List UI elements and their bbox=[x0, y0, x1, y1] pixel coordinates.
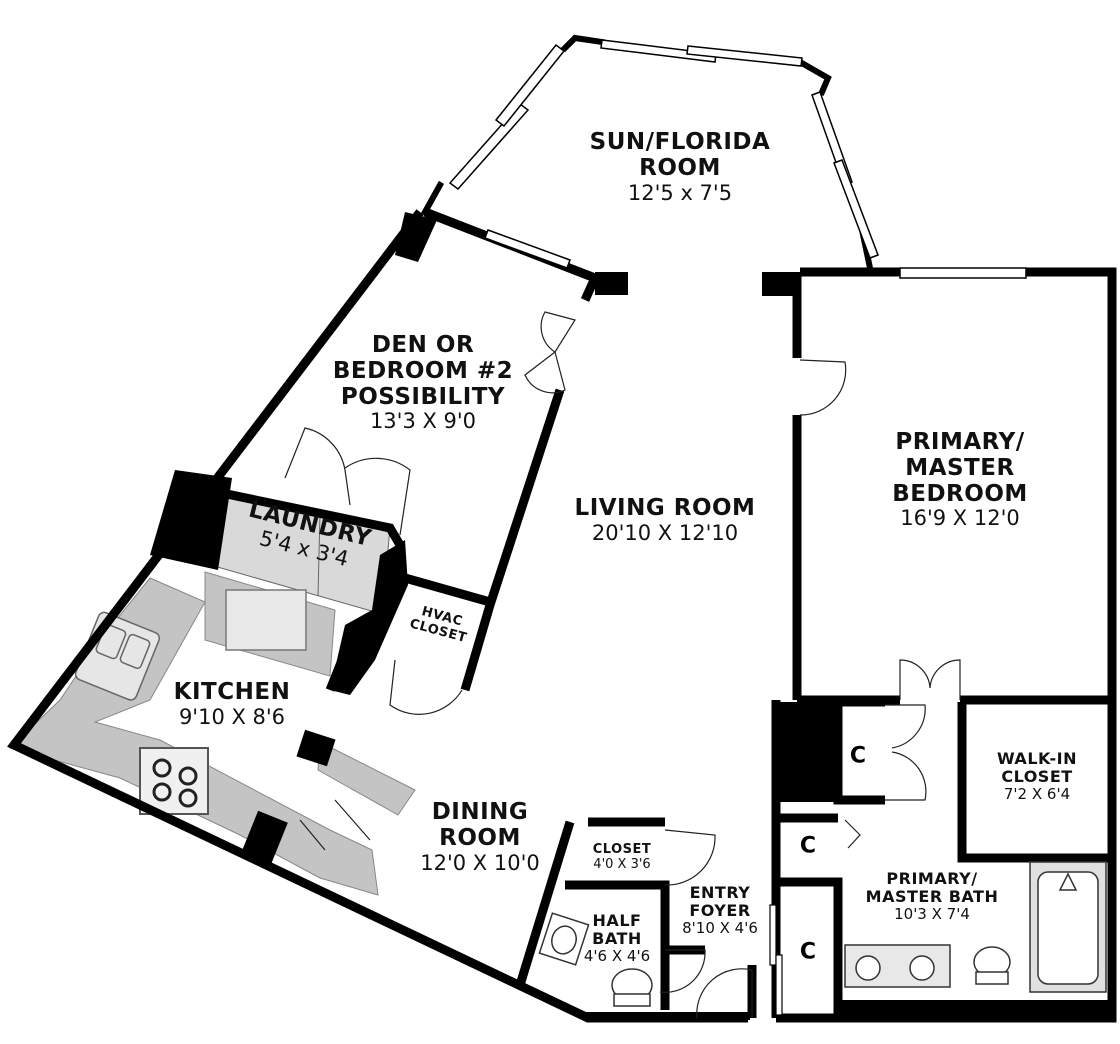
walk-in-dims: 7'2 X 6'4 bbox=[1003, 784, 1071, 803]
den-dims: 13'3 X 9'0 bbox=[369, 409, 477, 434]
master-bath-fixtures bbox=[844, 861, 1107, 993]
dining-room-name-1: DINING bbox=[431, 799, 529, 825]
laundry-divider bbox=[317, 513, 321, 597]
primary-bedroom-label: PRIMARY/ MASTER BEDROOM 16'9 X 12'0 bbox=[892, 429, 1028, 531]
walk-in-name-1: WALK-IN bbox=[997, 749, 1077, 768]
living-room-dims: 20'10 X 12'10 bbox=[591, 520, 739, 545]
sunroom-windows bbox=[448, 39, 879, 259]
entry-foyer-label: ENTRY FOYER 8'10 X 4'6 bbox=[682, 884, 758, 937]
dining-room-dims: 12'0 X 10'0 bbox=[420, 850, 540, 875]
entry-name-2: FOYER bbox=[689, 900, 751, 920]
closet-dims: 4'0 X 3'6 bbox=[593, 856, 651, 872]
entry-dims: 8'10 X 4'6 bbox=[682, 918, 758, 937]
wall-windows bbox=[484, 229, 1027, 279]
stove bbox=[139, 747, 209, 815]
wall-blocks bbox=[150, 212, 1112, 1020]
primary-bedroom-name-1: PRIMARY/ bbox=[895, 429, 1025, 455]
primary-bath-label: PRIMARY/ MASTER BATH 10'3 X 7'4 bbox=[866, 870, 999, 923]
closet-mark-1: C bbox=[849, 743, 867, 769]
sunroom-name-2: ROOM bbox=[639, 154, 721, 181]
dining-room-label: DINING ROOM 12'0 X 10'0 bbox=[420, 799, 540, 875]
kitchen-name: KITCHEN bbox=[173, 679, 291, 705]
half-bath-name-2: BATH bbox=[592, 928, 642, 948]
half-bath-dims: 4'6 X 4'6 bbox=[583, 946, 651, 965]
sunroom-label: SUN/FLORIDA ROOM 12'5 x 7'5 bbox=[589, 129, 771, 205]
walk-in-closet-label: WALK-IN CLOSET 7'2 X 6'4 bbox=[997, 750, 1077, 803]
half-bath-label: HALF BATH 4'6 X 4'6 bbox=[584, 912, 650, 965]
entry-name-1: ENTRY bbox=[689, 883, 751, 902]
living-room-name: LIVING ROOM bbox=[574, 495, 756, 521]
sunroom-name-1: SUN/FLORIDA bbox=[589, 129, 771, 155]
primary-bedroom-name-3: BEDROOM bbox=[892, 480, 1028, 507]
closet-label: CLOSET 4'0 X 3'6 bbox=[592, 842, 652, 872]
den-label: DEN OR BEDROOM #2 POSSIBILITY 13'3 X 9'0 bbox=[332, 332, 514, 434]
sliding-doors bbox=[769, 904, 783, 1016]
doors bbox=[284, 311, 961, 1019]
dining-room-name-2: ROOM bbox=[439, 824, 521, 851]
den-name-3: POSSIBILITY bbox=[340, 383, 506, 410]
kitchen-label: KITCHEN 9'10 X 8'6 bbox=[173, 679, 291, 729]
primary-bath-name-2: MASTER BATH bbox=[865, 886, 999, 906]
den-name-1: DEN OR bbox=[371, 332, 475, 358]
living-room-label: LIVING ROOM 20'10 X 12'10 bbox=[574, 495, 756, 545]
den-name-2: BEDROOM #2 bbox=[332, 357, 514, 384]
closet-mark-3: C bbox=[799, 939, 817, 965]
primary-bath-dims: 10'3 X 7'4 bbox=[894, 904, 970, 923]
kitchen-dims: 9'10 X 8'6 bbox=[178, 704, 286, 729]
half-bath-fixtures bbox=[538, 912, 653, 1007]
sunroom-dims: 12'5 x 7'5 bbox=[627, 180, 733, 205]
closet-name: CLOSET bbox=[592, 842, 652, 857]
primary-bedroom-name-2: MASTER bbox=[905, 454, 1015, 481]
walk-in-name-2: CLOSET bbox=[1001, 766, 1073, 786]
refrigerator bbox=[225, 589, 307, 651]
half-bath-name-1: HALF bbox=[592, 911, 642, 930]
closet-mark-2: C bbox=[799, 833, 817, 859]
primary-bath-name-1: PRIMARY/ bbox=[886, 869, 978, 888]
primary-bedroom-dims: 16'9 X 12'0 bbox=[900, 506, 1020, 531]
